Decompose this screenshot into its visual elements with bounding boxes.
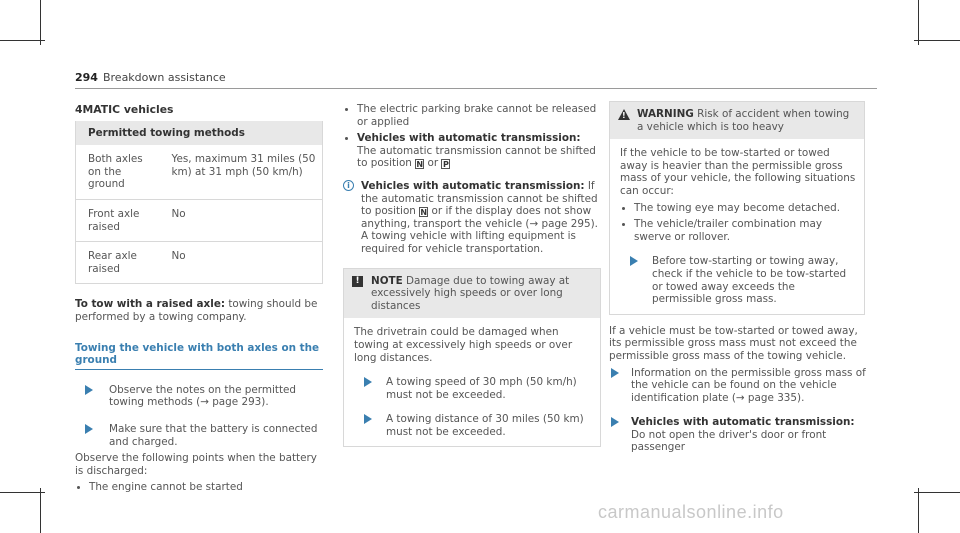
crop-mark xyxy=(0,492,45,493)
step-item: A towing distance of 30 miles (50 km) mu… xyxy=(354,413,592,438)
warning-header: ! WARNING Risk of accident when towing a… xyxy=(610,102,864,140)
note-box: ! NOTE Damage due to towing away at exce… xyxy=(343,267,601,448)
step-item: Make sure that the battery is connected … xyxy=(75,423,327,448)
bullet-item: The engine cannot be started xyxy=(75,481,327,494)
crop-mark xyxy=(914,492,960,493)
crop-mark xyxy=(914,40,960,41)
warning-body: If the vehicle to be tow-started or towe… xyxy=(620,147,856,306)
step-arrow-icon xyxy=(611,367,619,378)
subsection-link-heading: Towing the vehicle with both axles on th… xyxy=(75,341,320,367)
info-icon: i xyxy=(343,179,354,191)
paragraph: If a vehicle must be tow-started or towe… xyxy=(609,324,858,362)
bullet-icon xyxy=(622,223,625,227)
note-header: ! NOTE Damage due to towing away at exce… xyxy=(344,268,600,319)
bullet-icon xyxy=(77,486,80,490)
step-arrow-icon xyxy=(364,414,372,425)
page-header: 294 Breakdown assistance xyxy=(75,71,226,85)
crop-mark xyxy=(40,0,41,45)
right-column: ! WARNING Risk of accident when towing a… xyxy=(609,101,869,454)
info-note: i Vehicles with automatic transmission: … xyxy=(343,179,599,256)
step-item: Vehicles with automatic transmission: Do… xyxy=(609,416,869,454)
page-number: 294 xyxy=(75,71,98,84)
bullet-item: The electric parking brake cannot be rel… xyxy=(343,103,599,128)
paragraph: Observe the following points when the ba… xyxy=(75,452,317,477)
warning-box: ! WARNING Risk of accident when towing a… xyxy=(609,101,865,315)
header-rule xyxy=(75,88,877,89)
exclamation-icon: ! xyxy=(352,275,363,287)
step-arrow-icon xyxy=(611,417,619,428)
bullet-item: Vehicles with automatic transmission: Th… xyxy=(343,132,599,170)
step-arrow-icon xyxy=(630,256,638,267)
step-arrow-icon xyxy=(85,423,93,434)
step-item: Observe the notes on the permitted towin… xyxy=(75,384,327,409)
heading-underline xyxy=(75,368,323,370)
gear-n-key: N xyxy=(419,207,429,218)
bullet-icon xyxy=(345,108,348,111)
step-arrow-icon xyxy=(364,377,372,388)
middle-column: The electric parking brake cannot be rel… xyxy=(343,103,601,448)
section-heading: 4MATIC vehicles xyxy=(75,103,174,116)
left-column: 4MATIC vehicles Permitted towing methods… xyxy=(75,103,327,494)
bullet-item: The vehicle/trailer combination may swer… xyxy=(620,218,856,243)
section-title: Breakdown assistance xyxy=(102,71,226,84)
warning-triangle-icon: ! xyxy=(618,109,630,120)
crop-mark xyxy=(40,488,41,533)
raised-axle-paragraph: To tow with a raised axle: towing should… xyxy=(75,298,318,323)
crop-mark xyxy=(918,0,919,45)
crop-mark xyxy=(918,488,919,533)
gear-p-key: P xyxy=(441,159,451,170)
watermark: carmanualsonline.info xyxy=(598,502,784,522)
crop-mark xyxy=(0,40,45,41)
towing-methods-table: Permitted towing methods Both axles on t… xyxy=(75,120,323,285)
bullet-icon xyxy=(622,206,625,210)
note-body: The drivetrain could be damaged when tow… xyxy=(344,318,600,446)
step-item: A towing speed of 30 mph (50 km/h) must … xyxy=(354,376,592,401)
gear-n-key: N xyxy=(415,159,425,170)
bullet-icon xyxy=(345,137,348,141)
table-header: Permitted towing methods xyxy=(75,120,323,146)
bullet-item: The towing eye may become detached. xyxy=(620,202,856,215)
step-arrow-icon xyxy=(85,384,93,395)
step-item: Before tow-starting or towing away, chec… xyxy=(620,255,856,305)
step-item: Information on the permissible gross mas… xyxy=(609,367,869,405)
